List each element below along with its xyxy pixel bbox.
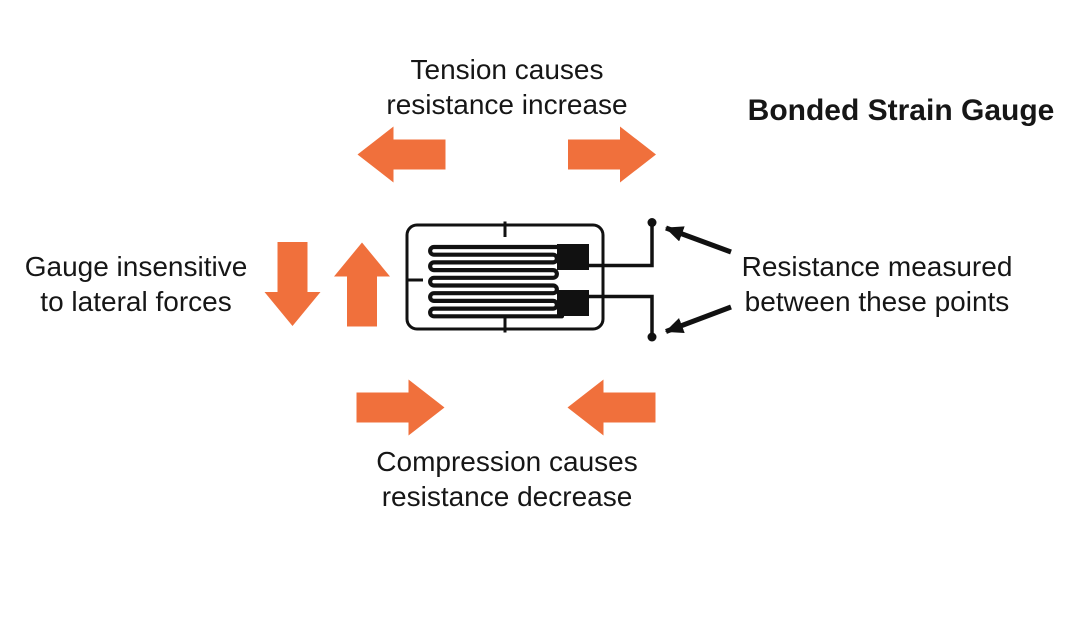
resistance-label: Resistance measured between these points (742, 249, 1013, 319)
tension-right-arrow (568, 126, 656, 183)
compression-right-arrow (356, 379, 445, 436)
tension-label-line2: resistance increase (386, 89, 628, 120)
top-terminal-dot (647, 218, 657, 227)
gauge-bottom-pad (557, 290, 589, 316)
tension-label: Tension causes resistance increase (386, 52, 627, 122)
diagram-title: Bonded Strain Gauge (747, 94, 1055, 127)
compression-label-line1: Compression causes (376, 446, 638, 477)
gauge-backing (405, 221, 605, 333)
resistance-label-line2: between these points (744, 286, 1010, 317)
compression-left-arrow (567, 379, 656, 436)
lateral-label: Gauge insensitive to lateral forces (25, 249, 248, 319)
lateral-up-arrow (334, 242, 390, 327)
bottom-terminal-dot (647, 332, 657, 342)
gauge-top-pad (557, 244, 589, 270)
compression-label-line2: resistance decrease (381, 481, 633, 512)
compression-label: Compression causes resistance decrease (376, 444, 637, 514)
gauge-grid (428, 244, 565, 319)
lateral-label-line2: to lateral forces (40, 286, 232, 317)
lateral-label-line1: Gauge insensitive (24, 251, 248, 282)
tension-label-line1: Tension causes (410, 54, 604, 85)
bottom-lead-wire (588, 294, 654, 335)
top-lead-wire (588, 224, 654, 268)
annotation-arrow-top (665, 225, 732, 255)
resistance-label-line1: Resistance measured (741, 251, 1013, 282)
tension-left-arrow (357, 126, 446, 183)
annotation-arrow-bottom (665, 304, 732, 334)
lateral-down-arrow (264, 242, 321, 326)
